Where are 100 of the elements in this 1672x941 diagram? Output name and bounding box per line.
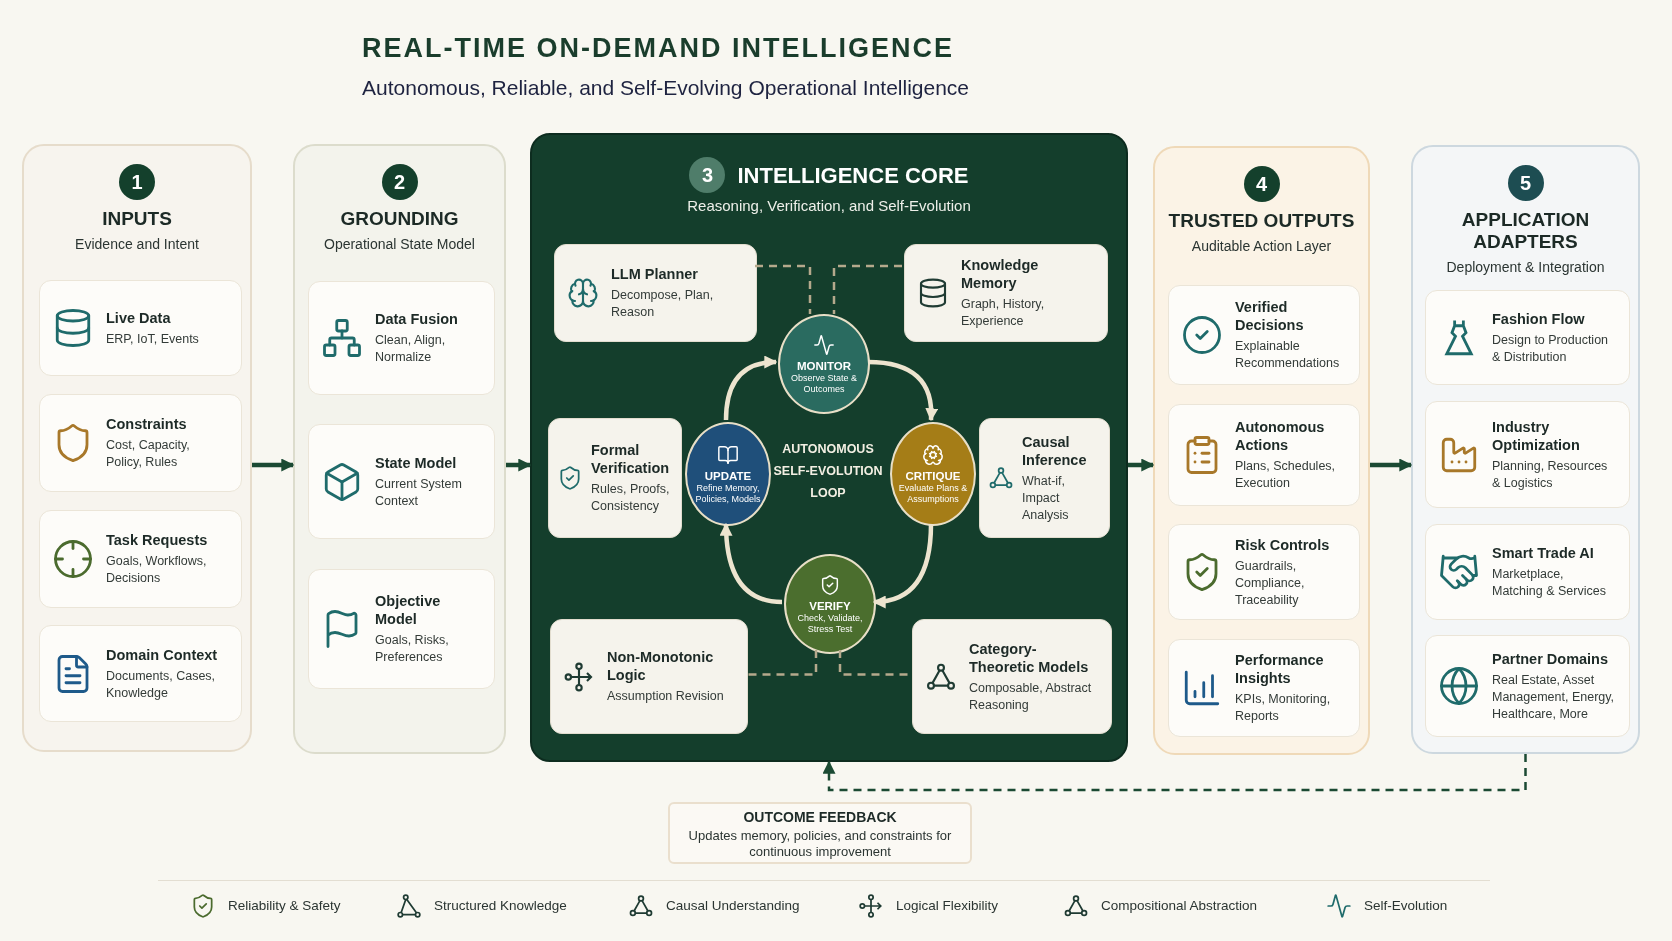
card-title: Constraints (106, 415, 188, 433)
section-subtitle: Reasoning, Verification, and Self-Evolution (687, 196, 971, 216)
feature-card (554, 244, 757, 342)
card-title: Partner Domains (1492, 649, 1610, 668)
feature-card (904, 244, 1108, 342)
stage-description: Refine Memory, Policies, Models (694, 482, 762, 505)
legend-label: Logical Flexibility (896, 896, 999, 915)
stage-title: VERIFY (809, 599, 851, 613)
feature-card (308, 569, 495, 689)
feedback-box (668, 802, 972, 864)
page-subtitle: Autonomous, Reliable, and Self-Evolving Operational Intelligence (362, 75, 970, 101)
step-number-badge: 1 (119, 164, 155, 200)
card-description: Documents, Cases, Knowledge (106, 667, 217, 702)
stage-title: MONITOR (796, 359, 852, 373)
dashed-connector (822, 754, 1527, 792)
card-description: Guardrails, Compliance, Traceability (1235, 557, 1306, 609)
section-subtitle: Operational State Model (324, 235, 475, 254)
feature-card (1168, 524, 1360, 620)
card-title: Formal Verification (591, 441, 671, 477)
card-description: Current System Context (375, 475, 463, 510)
card-description: Rules, Proofs, Consistency (591, 481, 671, 515)
card-title: Verified Decisions (1235, 298, 1305, 334)
stage-title: UPDATE (704, 469, 752, 483)
stage-title: CRITIQUE (905, 469, 961, 483)
dashed-connector (832, 264, 902, 314)
card-description: Plans, Schedules, Execution (1235, 458, 1337, 492)
card-description: Goals, Workflows, Decisions (106, 553, 208, 587)
feature-card (1168, 404, 1360, 506)
column-panel (1153, 146, 1370, 755)
legend-label: Self-Evolution (1364, 896, 1448, 915)
stage-description: Observe State & Outcomes (789, 372, 858, 395)
step-number-badge: 2 (381, 164, 418, 200)
card-description: Decompose, Plan, Reason (611, 287, 715, 321)
loop-label: AUTONOMOUS SELF-EVOLUTION LOOP (772, 441, 884, 502)
card-title: Non-Monotonic Logic (607, 648, 715, 684)
feedback-title: OUTCOME FEEDBACK (743, 807, 897, 827)
dashed-connector (755, 264, 812, 314)
feature-card (308, 424, 495, 539)
feature-card (1425, 635, 1630, 737)
card-description: Clean, Align, Normalize (375, 332, 447, 366)
feature-card (39, 394, 242, 492)
legend-label: Causal Understanding (666, 896, 800, 915)
card-title: Risk Controls (1235, 535, 1331, 554)
arrow (506, 458, 532, 472)
card-title: Knowledge Memory (961, 256, 1040, 292)
feature-card (39, 510, 242, 608)
card-title: Fashion Flow (1492, 309, 1586, 328)
feature-card (39, 625, 242, 722)
card-title: Industry Optimization (1492, 417, 1581, 454)
legend-label: Reliability & Safety (228, 896, 341, 915)
card-description: Real Estate, Asset Management, Energy, Healthcare, More (1492, 671, 1616, 723)
arrow (1370, 458, 1413, 472)
card-description: Design to Production & Distribution (1492, 331, 1610, 366)
card-description: KPIs, Monitoring, Reports (1235, 691, 1332, 725)
section-heading: APPLICATION ADAPTERS (1460, 209, 1591, 253)
card-description: Cost, Capacity, Policy, Rules (106, 437, 191, 471)
card-description: Planning, Resources & Logistics (1492, 457, 1609, 492)
section-heading: INPUTS (102, 208, 172, 230)
legend-label: Compositional Abstraction (1101, 896, 1258, 915)
card-description: Goals, Risks, Preferences (375, 632, 450, 666)
arrow (723, 356, 778, 421)
feature-card (1425, 401, 1630, 508)
feature-card (1168, 639, 1360, 737)
section-heading: TRUSTED OUTPUTS (1168, 210, 1355, 232)
step-number-badge: 3 (689, 157, 726, 193)
card-title: Task Requests (106, 531, 209, 549)
card-description: What-if, Impact Analysis (1022, 472, 1070, 524)
feature-card (979, 418, 1110, 538)
card-description: Graph, History, Experience (961, 296, 1046, 330)
feature-card (1425, 524, 1630, 620)
feature-card (39, 280, 242, 376)
feature-card (1168, 285, 1360, 385)
feature-card (912, 619, 1112, 734)
card-title: Autonomous Actions (1235, 418, 1326, 454)
card-description: Assumption Revision (607, 688, 725, 705)
card-description: ERP, IoT, Events (106, 330, 199, 348)
section-subtitle: Evidence and Intent (75, 235, 199, 254)
arrow (867, 359, 938, 422)
step-number-badge: 5 (1507, 165, 1544, 201)
card-title: Domain Context (106, 645, 219, 664)
card-title: Smart Trade AI (1492, 544, 1595, 562)
section-heading: INTELLIGENCE CORE (737, 161, 969, 190)
step-number-badge: 4 (1243, 166, 1280, 202)
section-heading: GROUNDING (340, 208, 459, 230)
arrow (252, 458, 295, 472)
card-title: Data Fusion (375, 310, 459, 328)
page-title: REAL-TIME ON-DEMAND INTELLIGENCE (362, 32, 954, 65)
stage-description: Evaluate Plans & Assumptions (897, 482, 969, 505)
feature-card (550, 619, 748, 734)
card-title: Live Data (106, 308, 172, 327)
feature-card (1425, 290, 1630, 385)
dashed-connector (746, 650, 818, 676)
arrow (872, 523, 934, 608)
core-panel (530, 133, 1128, 762)
column-panel (293, 144, 506, 754)
card-title: State Model (375, 453, 458, 472)
feature-card (308, 281, 495, 395)
card-description: Composable, Abstract Reasoning (969, 679, 1093, 714)
section-subtitle: Deployment & Integration (1446, 258, 1605, 277)
feature-card (548, 418, 682, 538)
